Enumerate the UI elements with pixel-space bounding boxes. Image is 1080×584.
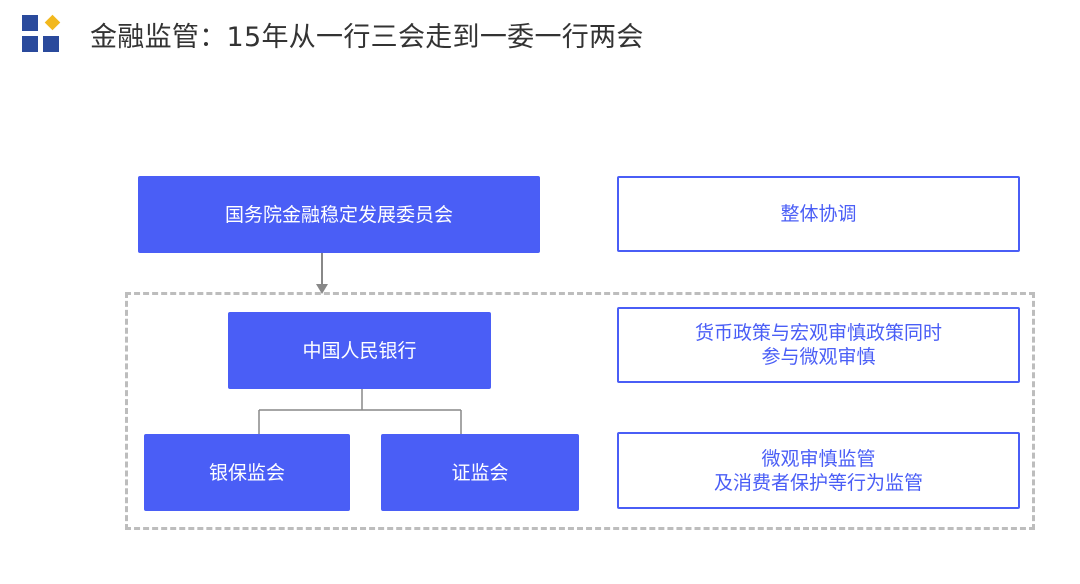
- page-title: 金融监管：15年从一行三会走到一委一行两会: [90, 22, 644, 53]
- monetary-policy-box: 货币政策与宏观审慎政策同时 参与微观审慎: [617, 307, 1020, 383]
- cbirc-node: 银保监会: [144, 434, 350, 511]
- pboc-node-label: 中国人民银行: [302, 339, 417, 362]
- overall-coordination-box: 整体协调: [617, 176, 1020, 252]
- cbirc-node-label: 银保监会: [208, 461, 285, 484]
- logo-icon: [22, 14, 62, 55]
- micro-supervision-box: 微观审慎监管 及消费者保护等行为监管: [617, 432, 1020, 509]
- micro-supervision-line1: 微观审慎监管: [761, 447, 876, 470]
- pboc-node: 中国人民银行: [228, 312, 491, 389]
- csrc-node-label: 证监会: [451, 461, 509, 484]
- fsdc-node-label: 国务院金融稳定发展委员会: [224, 203, 453, 226]
- pboc-supervision-group: [125, 292, 1035, 530]
- fsdc-to-pboc-arrowhead: [316, 284, 328, 294]
- fsdc-node: 国务院金融稳定发展委员会: [138, 176, 540, 253]
- monetary-policy-line1: 货币政策与宏观审慎政策同时: [694, 322, 942, 344]
- monetary-policy-line2: 参与微观审慎: [761, 346, 876, 368]
- csrc-node: 证监会: [381, 434, 579, 511]
- overall-coordination-label: 整体协调: [780, 203, 857, 225]
- micro-supervision-line2: 及消费者保护等行为监管: [713, 471, 923, 494]
